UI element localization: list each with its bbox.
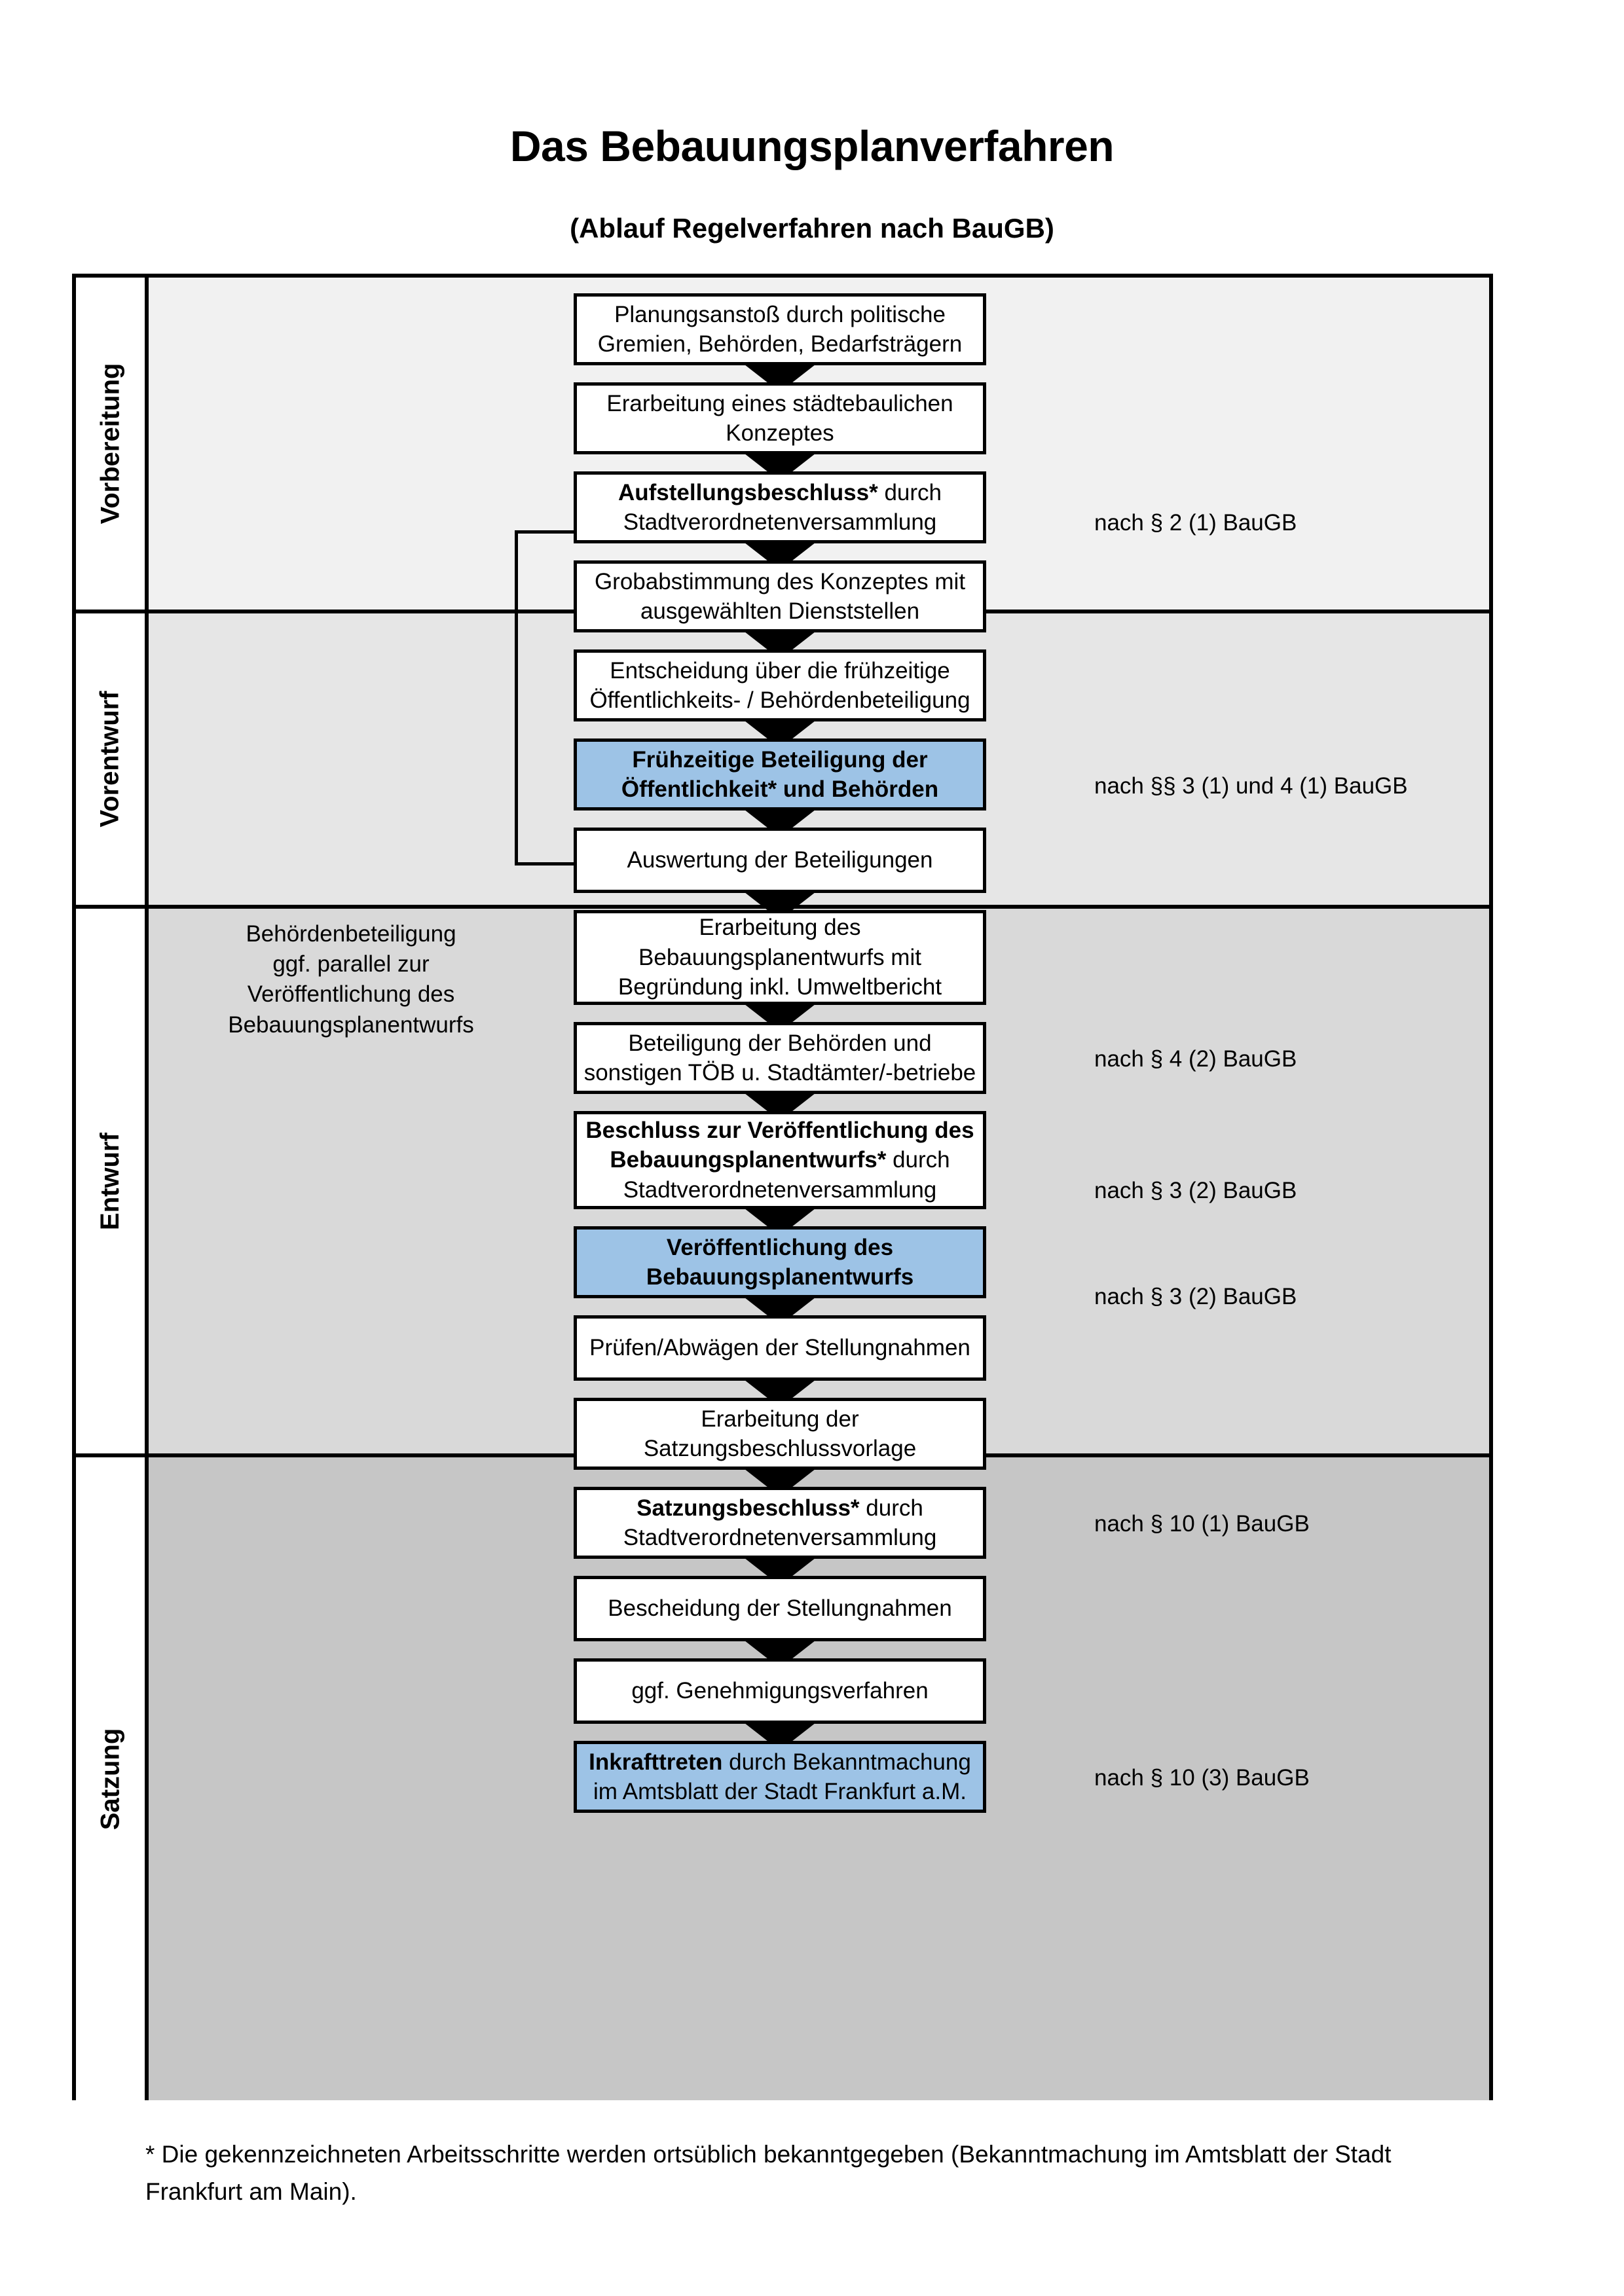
step-s9-line-1: Beteiligung der Behörden und <box>628 1030 932 1056</box>
step-s8-line-2: Bebauungsplanentwurfs mit <box>638 944 921 970</box>
section-label-vorentwurf: Vorentwurf <box>76 613 145 905</box>
step-box-s7[interactable]: Auswertung der Beteiligungen <box>574 828 986 893</box>
connector-bottom-segment <box>515 862 619 866</box>
legal-ref-l7: nach § 10 (3) BauGB <box>1094 1765 1310 1791</box>
step-s13-line-1: Erarbeitung der <box>701 1406 859 1432</box>
section-label-vorbereitung: Vorbereitung <box>76 278 145 610</box>
step-s14-line-1: Satzungsbeschluss* durch <box>623 1493 937 1523</box>
step-s14-bold: Satzungsbeschluss* <box>637 1495 860 1521</box>
step-box-s15[interactable]: Bescheidung der Stellungnahmen <box>574 1576 986 1641</box>
legal-ref-l6: nach § 10 (1) BauGB <box>1094 1511 1310 1537</box>
step-s1-line-1: Planungsanstoß durch politische <box>614 301 946 327</box>
step-s12-line-1: Prüfen/Abwägen der Stellungnahmen <box>589 1335 970 1361</box>
step-s10-line-2: Bebauungsplanentwurfs* durch <box>610 1147 950 1173</box>
step-s13-line-2: Satzungsbeschlussvorlage <box>643 1436 917 1461</box>
step-s6-line-1: Frühzeitige Beteiligung der <box>632 746 928 773</box>
side-note-line-1: Behördenbeteiligung <box>246 921 456 947</box>
step-box-s16[interactable]: ggf. Genehmigungsverfahren <box>574 1658 986 1724</box>
side-note-line-3: Veröffentlichung des <box>247 981 455 1008</box>
legal-ref-l5: nach § 3 (2) BauGB <box>1094 1284 1297 1309</box>
step-s15-line-1: Bescheidung der Stellungnahmen <box>608 1595 952 1622</box>
step-s3-line-1: Aufstellungsbeschluss* durch <box>618 478 942 508</box>
step-s5-line-1: Entscheidung über die frühzeitige <box>610 657 950 683</box>
step-box-s6[interactable]: Frühzeitige Beteiligung der Öffentlichke… <box>574 738 986 811</box>
step-s2-line-2: Konzeptes <box>726 420 834 446</box>
step-box-s13[interactable]: Erarbeitung der Satzungsbeschlussvorlage <box>574 1398 986 1470</box>
section-label-vorentwurf-text: Vorentwurf <box>96 691 124 828</box>
step-box-s12[interactable]: Prüfen/Abwägen der Stellungnahmen <box>574 1315 986 1381</box>
legal-ref-l2: nach §§ 3 (1) und 4 (1) BauGB <box>1094 773 1408 799</box>
diagram-frame: Vorbereitung Vorentwurf Entwurf Satzung … <box>72 274 1493 2100</box>
step-s10-bold-1: Beschluss zur Veröffentlichung des <box>585 1117 974 1143</box>
side-note-line-4: Bebauungsplanentwurfs <box>228 1011 474 1038</box>
legal-ref-l4: nach § 3 (2) BauGB <box>1094 1178 1297 1203</box>
step-s3-rest: durch <box>877 479 942 505</box>
section-label-vorbereitung-text: Vorbereitung <box>96 363 124 524</box>
step-s9-line-2: sonstigen TÖB u. Stadtämter/-betriebe <box>583 1060 976 1085</box>
step-s17-line-2: im Amtsblatt der Stadt Frankfurt a.M. <box>593 1779 967 1804</box>
step-s10-line-1: Beschluss zur Veröffentlichung des <box>585 1116 974 1146</box>
step-s3-bold: Aufstellungsbeschluss* <box>618 479 878 505</box>
step-box-s10[interactable]: Beschluss zur Veröffentlichung des Bebau… <box>574 1111 986 1209</box>
step-s11-line-2: Bebauungsplanentwurfs <box>646 1264 914 1290</box>
step-s11-line-1: Veröffentlichung des <box>666 1234 894 1260</box>
page-subtitle: (Ablauf Regelverfahren nach BauGB) <box>570 213 1054 244</box>
step-s5-line-2: Öffentlichkeits- / Behördenbeteiligung <box>589 687 970 713</box>
step-s4-line-2: ausgewählten Dienststellen <box>640 598 920 624</box>
step-s7-line-1: Auswertung der Beteiligungen <box>627 847 933 873</box>
step-s2-line-1: Erarbeitung eines städtebaulichen <box>606 390 953 416</box>
step-box-s2[interactable]: Erarbeitung eines städtebaulichen Konzep… <box>574 382 986 454</box>
step-box-s1[interactable]: Planungsanstoß durch politische Gremien,… <box>574 293 986 365</box>
section-label-satzung: Satzung <box>76 1457 145 2100</box>
step-s14-rest: durch <box>859 1495 923 1521</box>
legal-ref-l3: nach § 4 (2) BauGB <box>1094 1046 1297 1072</box>
step-box-s17[interactable]: Inkrafttreten durch Bekanntmachung im Am… <box>574 1741 986 1813</box>
connector-vertical-segment <box>515 530 518 866</box>
section-label-entwurf: Entwurf <box>76 909 145 1453</box>
section-label-entwurf-text: Entwurf <box>96 1132 124 1230</box>
step-s4-line-1: Grobabstimmung des Konzeptes mit <box>594 568 966 594</box>
step-s8-line-3: Begründung inkl. Umweltbericht <box>618 974 942 1000</box>
step-s17-rest: durch Bekanntmachung <box>722 1749 971 1775</box>
legal-ref-l1: nach § 2 (1) BauGB <box>1094 510 1297 536</box>
step-box-s3[interactable]: Aufstellungsbeschluss* durch Stadtverord… <box>574 471 986 543</box>
label-column-divider <box>145 278 149 2096</box>
step-s10-bold-2: Bebauungsplanentwurfs* <box>610 1147 887 1173</box>
step-s14-line-2: Stadtverordnetenversammlung <box>623 1525 937 1550</box>
step-s17-line-1: Inkrafttreten durch Bekanntmachung <box>589 1747 971 1777</box>
side-note-line-2: ggf. parallel zur <box>272 951 430 977</box>
page-title: Das Bebauungsplanverfahren <box>509 122 1115 170</box>
step-s8-line-1: Erarbeitung des <box>699 915 861 941</box>
step-s10-line-3: Stadtverordnetenversammlung <box>623 1176 937 1203</box>
step-s1-line-2: Gremien, Behörden, Bedarfsträgern <box>597 331 963 357</box>
side-note-behoerdenbeteiligung: Behördenbeteiligung ggf. parallel zur Ve… <box>174 919 528 1040</box>
step-box-s5[interactable]: Entscheidung über die frühzeitige Öffent… <box>574 649 986 721</box>
step-s17-bold: Inkrafttreten <box>589 1749 723 1775</box>
step-s16-line-1: ggf. Genehmigungsverfahren <box>631 1678 929 1704</box>
step-box-s4[interactable]: Grobabstimmung des Konzeptes mit ausgewä… <box>574 560 986 632</box>
footnote-text: * Die gekennzeichneten Arbeitsschritte w… <box>145 2141 1392 2206</box>
section-label-satzung-text: Satzung <box>96 1728 125 1830</box>
step-s3-line-2: Stadtverordnetenversammlung <box>623 509 937 535</box>
step-box-s11[interactable]: Veröffentlichung des Bebauungsplanentwur… <box>574 1226 986 1298</box>
step-box-s8[interactable]: Erarbeitung des Bebauungsplanentwurfs mi… <box>574 910 986 1005</box>
step-box-s14[interactable]: Satzungsbeschluss* durch Stadtverordnete… <box>574 1487 986 1559</box>
step-box-s9[interactable]: Beteiligung der Behörden und sonstigen T… <box>574 1022 986 1094</box>
step-s6-line-2: Öffentlichkeit* und Behörden <box>621 776 939 802</box>
